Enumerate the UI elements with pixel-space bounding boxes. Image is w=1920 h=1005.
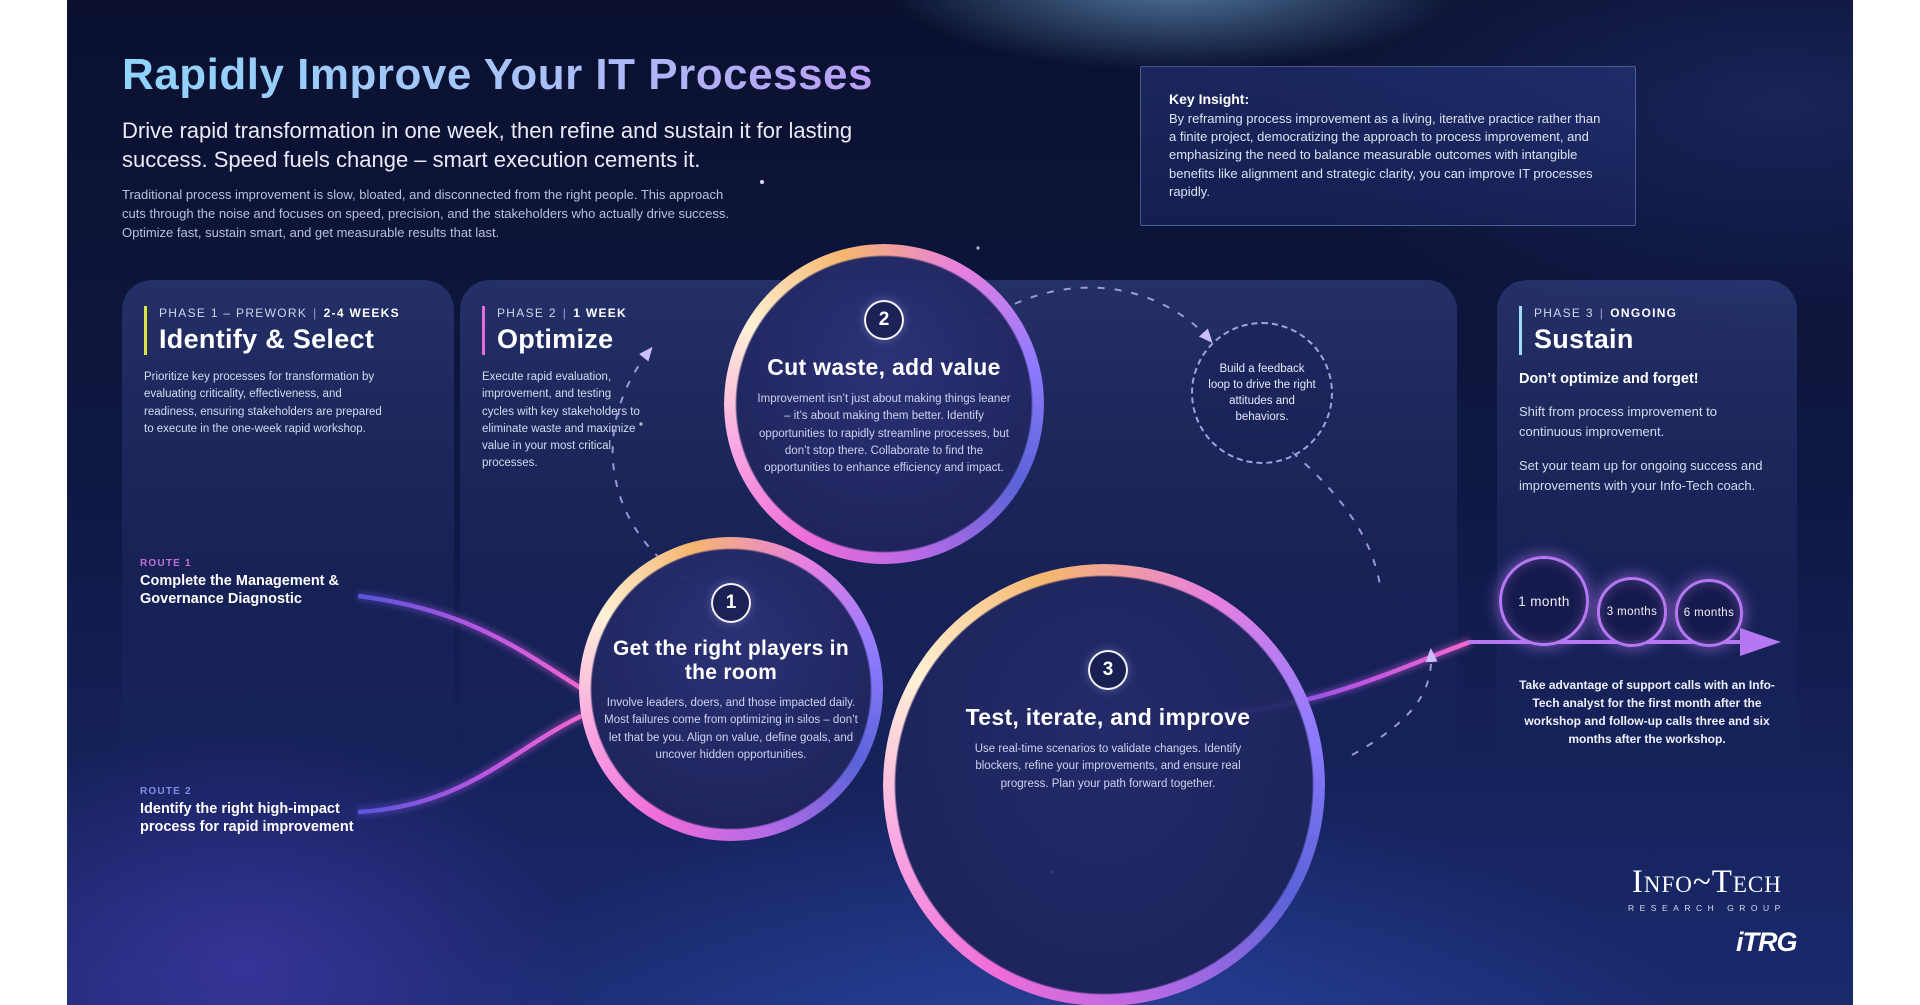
- phase-3-eyebrow: PHASE 3 | ONGOING: [1534, 306, 1773, 320]
- step-2-number-badge: 2: [864, 300, 904, 340]
- step-1: 1 Get the right players in the room Invo…: [591, 583, 871, 764]
- intro-paragraph: Traditional process improvement is slow,…: [122, 187, 730, 240]
- phase-1-eyebrow: PHASE 1 – PREWORK | 2-4 WEEKS: [159, 306, 430, 320]
- step-1-body: Involve leaders, doers, and those impact…: [604, 697, 858, 761]
- timeline-note: Take advantage of support calls with an …: [1519, 678, 1775, 746]
- eyebrow-divider: |: [1599, 306, 1605, 320]
- feedback-loop-text: Build a feedback loop to drive the right…: [1208, 362, 1316, 424]
- phase-1-panel: PHASE 1 – PREWORK | 2-4 WEEKS Identify & S…: [122, 280, 454, 832]
- phase-2-eyebrow: PHASE 2 | 1 WEEK: [497, 306, 1433, 320]
- key-insight-box: Key Insight: By reframing process improv…: [1140, 66, 1636, 226]
- phase-1-eyebrow-label: PHASE 1 – PREWORK: [159, 306, 308, 320]
- phase-3-body-1: Shift from process improvement to contin…: [1519, 404, 1717, 439]
- phase-2-header: PHASE 2 | 1 WEEK Optimize: [482, 306, 1433, 355]
- step-3: 3 Test, iterate, and improve Use real-ti…: [928, 650, 1288, 793]
- step-1-number: 1: [725, 592, 737, 613]
- key-insight-label: Key Insight:: [1169, 91, 1250, 107]
- key-insight-text: By reframing process improvement as a li…: [1169, 111, 1601, 199]
- eyebrow-divider: |: [562, 306, 568, 320]
- phase-2-title: Optimize: [497, 324, 614, 354]
- phase-3-title: Sustain: [1534, 324, 1634, 354]
- step-3-number-badge: 3: [1088, 650, 1128, 690]
- milestone-1-label: 1 month: [1518, 593, 1570, 609]
- phase-2-body: Execute rapid evaluation, improvement, a…: [482, 371, 640, 470]
- step-3-title: Test, iterate, and improve: [965, 704, 1251, 730]
- infotech-logo-wordmark: Info~Tech: [1631, 864, 1782, 900]
- route-1-text: Complete the Management & Governance Dia…: [140, 573, 339, 608]
- route-2-text: Identify the right high-impact process f…: [140, 801, 354, 836]
- step-1-title: Get the right players in the room: [613, 637, 849, 684]
- milestone-6-months: 6 months: [1675, 579, 1743, 647]
- phase-2-eyebrow-label: PHASE 2: [497, 306, 557, 320]
- itrg-logo: iTRG: [1736, 927, 1797, 957]
- page-title: Rapidly Improve Your IT Processes: [122, 50, 873, 99]
- page-subtitle: Drive rapid transformation in one week, …: [122, 118, 853, 173]
- step-2-body: Improvement isn’t just about making thin…: [757, 393, 1011, 474]
- phase-3-eyebrow-label: PHASE 3: [1534, 306, 1594, 320]
- feedback-loop-circle: Build a feedback loop to drive the right…: [1191, 322, 1333, 464]
- route-2-label: ROUTE 2: [140, 786, 192, 797]
- phase-1-duration: 2-4 WEEKS: [323, 306, 400, 320]
- step-1-number-badge: 1: [711, 583, 751, 623]
- eyebrow-divider: |: [313, 306, 318, 320]
- phase-3-header: PHASE 3 | ONGOING Sustain: [1519, 306, 1773, 355]
- route-1-label: ROUTE 1: [140, 558, 192, 569]
- infotech-logo-subtext: RESEARCH GROUP: [1628, 903, 1786, 913]
- phase-3-body-2: Set your team up for ongoing success and…: [1519, 458, 1763, 493]
- phase-3-duration: ONGOING: [1610, 306, 1678, 320]
- milestone-6-label: 6 months: [1683, 607, 1735, 619]
- milestone-3-months: 3 months: [1597, 577, 1667, 647]
- route-1: ROUTE 1 Complete the Management & Govern…: [140, 558, 370, 608]
- phase-3-lead: Don’t optimize and forget!: [1519, 371, 1699, 387]
- phase-1-header: PHASE 1 – PREWORK | 2-4 WEEKS Identify & S…: [144, 306, 430, 355]
- step-3-number: 3: [1102, 659, 1114, 680]
- step-3-neon-ring: [883, 564, 1325, 1005]
- milestone-3-label: 3 months: [1606, 606, 1658, 618]
- route-2: ROUTE 2 Identify the right high-impact p…: [140, 786, 385, 836]
- step-3-body: Use real-time scenarios to validate chan…: [974, 743, 1242, 790]
- milestone-1-month: 1 month: [1499, 556, 1589, 646]
- phase-1-title: Identify & Select: [159, 324, 375, 354]
- phase-2-duration: 1 WEEK: [573, 306, 628, 320]
- infotech-logo: Info~Tech RESEARCH GROUP: [1628, 864, 1786, 914]
- phase-1-body: Prioritize key processes for transformat…: [144, 371, 382, 435]
- step-2: 2 Cut waste, add value Improvement isn’t…: [734, 300, 1034, 477]
- step-2-title: Cut waste, add value: [767, 354, 1001, 380]
- step-2-number: 2: [878, 309, 890, 330]
